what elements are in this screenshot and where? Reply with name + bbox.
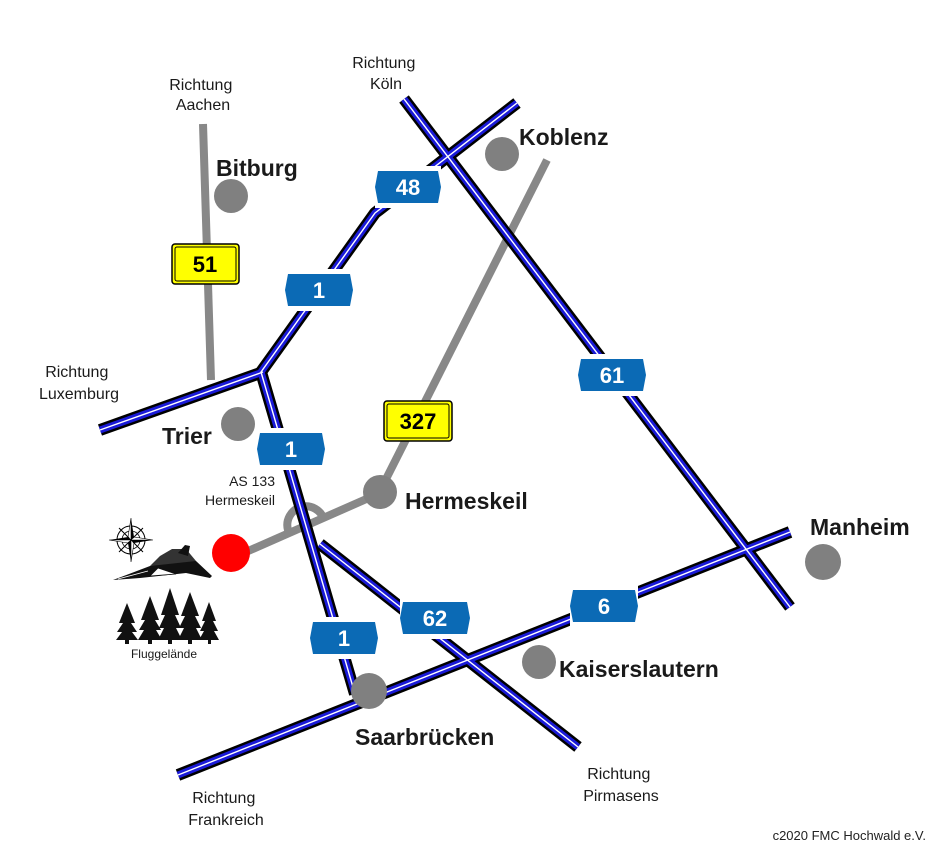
shield-a6: 6 [570, 585, 638, 627]
shield-b327: 327 [383, 400, 453, 442]
direction-aachen: Richtung Aachen [169, 77, 237, 114]
city-dot-manheim [805, 544, 841, 580]
direction-luxemburg: Richtung Luxemburg [39, 364, 119, 403]
shield-a1-north-label: 1 [313, 278, 325, 303]
shield-a62-label: 62 [423, 606, 447, 631]
direction-frankreich: Richtung Frankreich [188, 790, 264, 829]
road-a6 [177, 531, 791, 776]
bundesstrasse-shields: 51 327 [171, 243, 453, 442]
shield-a62: 62 [400, 597, 470, 639]
shield-a1-south: 1 [310, 617, 378, 659]
city-dots [214, 137, 841, 709]
city-label-bitburg: Bitburg [216, 155, 298, 181]
road-a64-luxemburg [99, 371, 264, 431]
copyright-text: c2020 FMC Hochwald e.V. [773, 828, 926, 843]
city-label-hermeskeil: Hermeskeil [405, 488, 528, 514]
city-dot-koblenz [485, 137, 519, 171]
city-label-kaiserslautern: Kaiserslautern [559, 656, 719, 682]
city-label-manheim: Manheim [810, 514, 910, 540]
forest-icon [116, 588, 219, 644]
city-dot-saarbruecken [351, 673, 387, 709]
direction-labels: Richtung Aachen Richtung Köln Richtung L… [39, 55, 659, 829]
road-a62 [319, 543, 579, 748]
jet-aircraft-icon [113, 545, 212, 580]
shield-a48: 48 [375, 166, 441, 208]
airfield-marker [212, 534, 250, 572]
shield-b51: 51 [171, 243, 240, 285]
city-dot-trier [221, 407, 255, 441]
compass-rose-icon [108, 517, 154, 563]
autobahn-shields: 48 1 1 1 61 62 6 [257, 166, 646, 659]
direction-pirmasens: Richtung Pirmasens [583, 766, 659, 805]
city-label-saarbruecken: Saarbrücken [355, 724, 494, 750]
city-dot-kaiserslautern [522, 645, 556, 679]
city-labels: Bitburg Koblenz Trier Hermeskeil Manheim… [162, 124, 910, 750]
shield-a1-mid: 1 [257, 428, 325, 470]
airfield-label: Fluggelände [131, 647, 197, 661]
shield-b51-label: 51 [193, 252, 217, 277]
shield-a1-north: 1 [285, 269, 353, 311]
city-label-trier: Trier [162, 423, 212, 449]
shield-b327-label: 327 [400, 409, 437, 434]
shield-a1-mid-label: 1 [285, 437, 297, 462]
junction-label: AS 133 Hermeskeil [205, 473, 279, 508]
road-a61 [403, 98, 791, 608]
city-dot-hermeskeil [363, 475, 397, 509]
city-dot-bitburg [214, 179, 248, 213]
direction-koeln: Richtung Köln [352, 55, 420, 93]
shield-a1-south-label: 1 [338, 626, 350, 651]
road-hermeskeil-connector [244, 489, 382, 556]
shield-a61: 61 [578, 354, 646, 396]
shield-a48-label: 48 [396, 175, 420, 200]
shield-a6-label: 6 [598, 594, 610, 619]
shield-a61-label: 61 [600, 363, 624, 388]
city-label-koblenz: Koblenz [519, 124, 608, 150]
